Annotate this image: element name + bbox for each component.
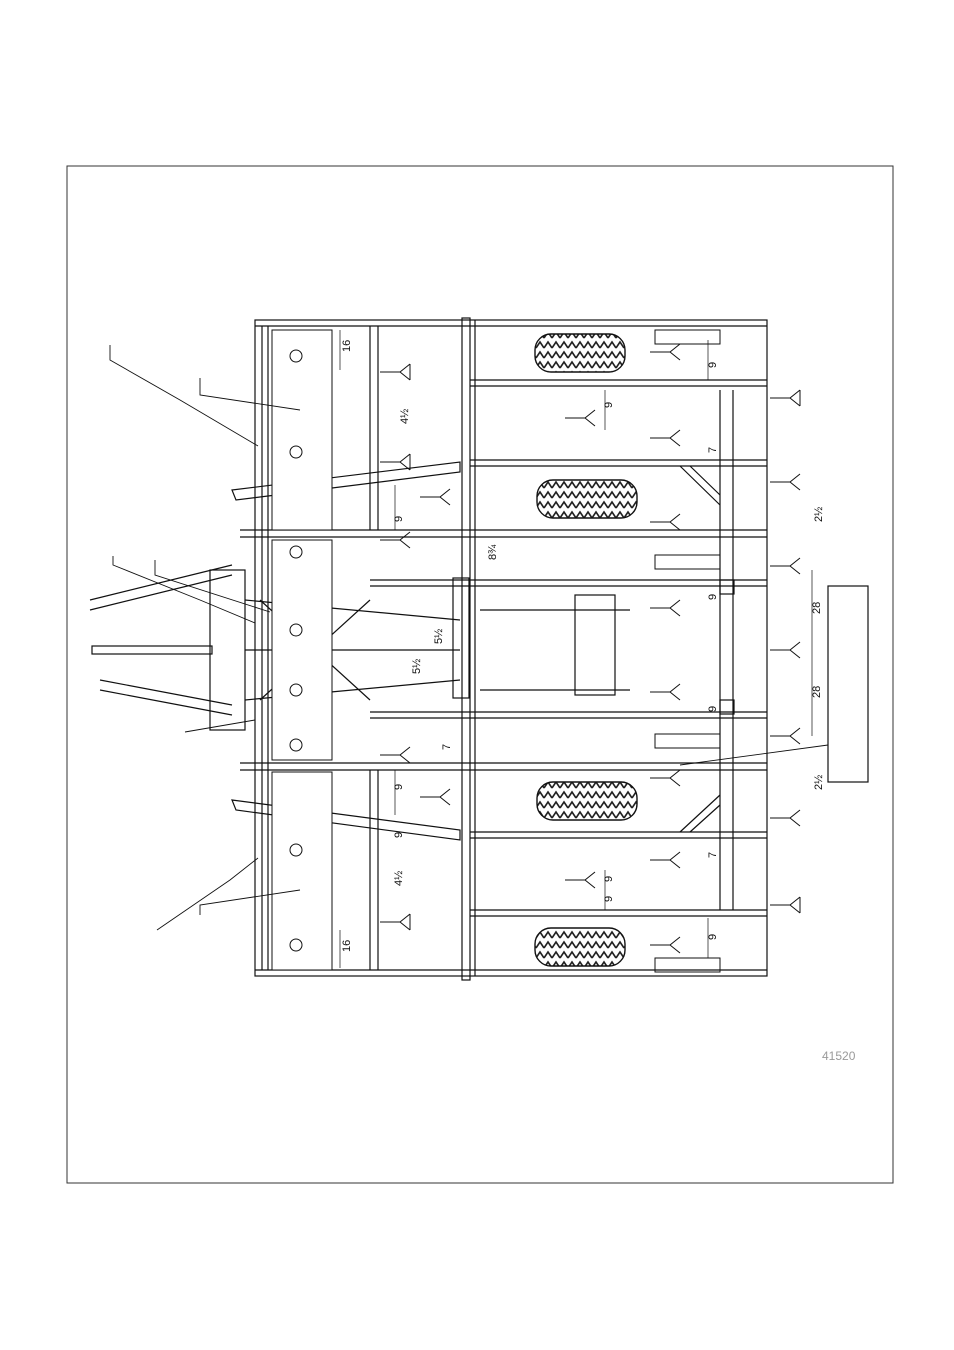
tire-top bbox=[535, 334, 625, 372]
dim-top-16: 16 bbox=[341, 340, 353, 352]
dim-top-5-half-b: 5½ bbox=[411, 659, 423, 674]
dim-bottom-4-half: 4½ bbox=[393, 871, 405, 886]
tire-bottom bbox=[535, 928, 625, 966]
dim-center-9-b: 9 bbox=[393, 784, 405, 790]
dim-center-2-half-b: 2½ bbox=[813, 775, 825, 790]
dim-center-7: 7 bbox=[441, 744, 453, 750]
dim-bottom-9-d: 9 bbox=[603, 876, 615, 882]
dim-top-8-3-4: 8¾ bbox=[487, 544, 499, 560]
dim-bottom-9-a: 9 bbox=[603, 896, 615, 902]
drawing-border bbox=[67, 166, 893, 1183]
dim-bottom-16: 16 bbox=[341, 940, 353, 952]
dimension-lines bbox=[340, 330, 812, 968]
dim-bottom-9-c: 9 bbox=[393, 832, 405, 838]
dim-center-28-b: 28 bbox=[811, 686, 823, 698]
dim-top-5-half-a: 5½ bbox=[433, 629, 445, 644]
tire-upper-middle bbox=[537, 480, 637, 518]
dim-top-4-half: 4½ bbox=[399, 409, 411, 424]
shank-row-left bbox=[272, 330, 332, 970]
dim-bottom-9-b: 9 bbox=[707, 934, 719, 940]
figure-number: 41520 bbox=[822, 1049, 856, 1063]
sweeps bbox=[380, 330, 800, 972]
frame bbox=[90, 318, 868, 980]
dim-center-28-a: 28 bbox=[811, 602, 823, 614]
dim-top-9-c: 9 bbox=[707, 362, 719, 368]
dim-top-7: 7 bbox=[707, 447, 719, 453]
dimension-labels: 16 4½ 9 9 9 7 9 8¾ 5½ 5½ 28 28 2½ 2½ 9 9… bbox=[341, 340, 825, 952]
dim-center-9-a: 9 bbox=[707, 706, 719, 712]
dim-bottom-7: 7 bbox=[707, 852, 719, 858]
dim-top-9-a: 9 bbox=[393, 516, 405, 522]
tire-lower-middle bbox=[537, 782, 637, 820]
dim-top-9-d: 9 bbox=[707, 594, 719, 600]
dim-center-2-half-a: 2½ bbox=[813, 507, 825, 522]
dim-top-9-b: 9 bbox=[603, 402, 615, 408]
